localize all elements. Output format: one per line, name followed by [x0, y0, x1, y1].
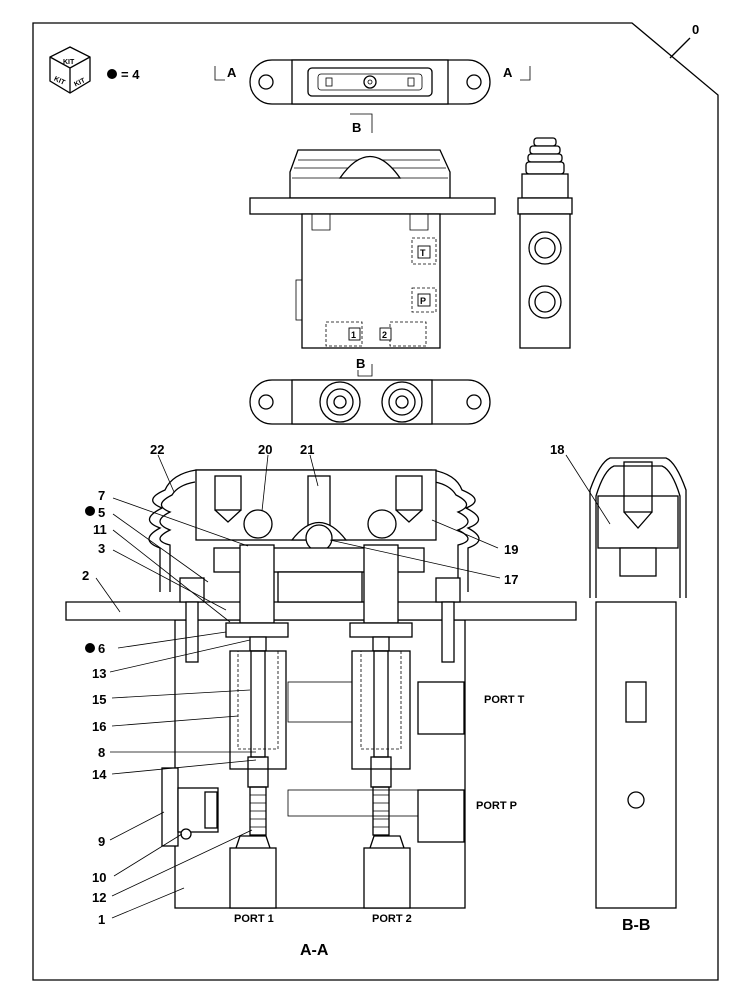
kit-count: = 4 — [121, 67, 140, 82]
side-port-t: T — [420, 248, 426, 258]
kit-cube-icon: KIT KIT KIT — [49, 46, 91, 94]
section-mark-b-bottom: B — [356, 356, 365, 371]
sheet-border — [32, 22, 719, 981]
side-port-1: 1 — [351, 330, 356, 340]
kit-bullet-icon — [107, 69, 117, 79]
callout-8: 8 — [98, 745, 105, 760]
svg-text:KIT: KIT — [73, 77, 87, 88]
callout-7: 7 — [98, 488, 105, 503]
callout-11: 11 — [93, 522, 107, 537]
callout-19: 19 — [504, 542, 518, 557]
side-port-2: 2 — [382, 330, 387, 340]
section-b-b-view — [589, 457, 687, 909]
callout-12: 12 — [92, 890, 106, 905]
callout-20: 20 — [258, 442, 272, 457]
side-port-p: P — [420, 296, 426, 306]
section-mark-b-top: B — [352, 120, 361, 135]
callout-17: 17 — [504, 572, 518, 587]
callout-6: 6 — [98, 641, 105, 656]
callout-leaders — [95, 454, 611, 919]
callout-3: 3 — [98, 541, 105, 556]
side-view — [517, 137, 573, 349]
sheet-number: 0 — [692, 22, 699, 37]
section-b-b-title: B-B — [622, 917, 650, 934]
callout-5: 5 — [98, 505, 105, 520]
callout-1: 1 — [98, 912, 105, 927]
callout-21: 21 — [300, 442, 314, 457]
front-view: T P 1 2 — [249, 149, 496, 349]
callout-18: 18 — [550, 442, 564, 457]
callout-labels: 22 20 21 18 7 5 11 3 2 6 13 15 16 8 14 9… — [82, 442, 564, 927]
port-p-label: PORT P — [476, 800, 517, 812]
callout-15: 15 — [92, 692, 106, 707]
svg-text:KIT: KIT — [53, 76, 67, 87]
callout-22: 22 — [150, 442, 164, 457]
callout-9: 9 — [98, 834, 105, 849]
callout-2: 2 — [82, 568, 89, 583]
callout-16: 16 — [92, 719, 106, 734]
top-view: A A B — [214, 59, 531, 135]
section-mark-a-left: A — [227, 65, 237, 80]
callout-10: 10 — [92, 870, 106, 885]
callout-14: 14 — [92, 767, 107, 782]
port-2-label: PORT 2 — [372, 913, 412, 925]
svg-text:KIT: KIT — [63, 59, 75, 66]
kit-bullet-5-icon — [85, 506, 95, 516]
port-1-label: PORT 1 — [234, 913, 274, 925]
section-a-a-view — [65, 469, 577, 909]
port-t-label: PORT T — [484, 694, 525, 706]
callout-13: 13 — [92, 666, 106, 681]
section-mark-a-right: A — [503, 65, 513, 80]
bottom-view: B — [249, 356, 491, 425]
kit-bullet-6-icon — [85, 643, 95, 653]
section-a-a-title: A-A — [300, 942, 329, 959]
